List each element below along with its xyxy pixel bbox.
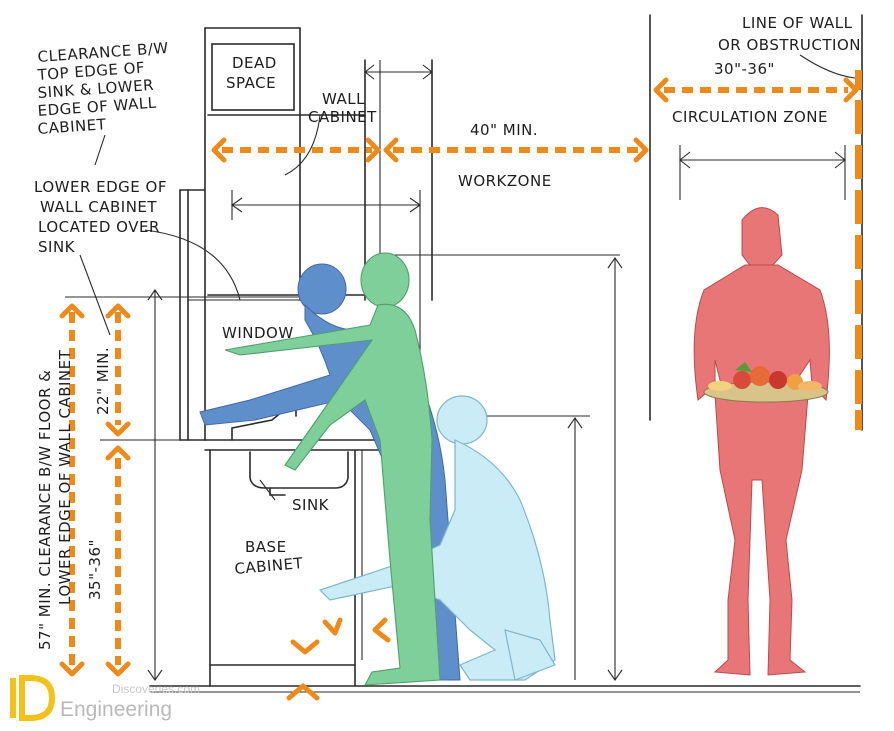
- logo-brand-bottom: Engineering: [60, 698, 172, 721]
- dead-space-line-2: SPACE: [226, 74, 276, 92]
- vertical-35-label: 35"-36": [86, 539, 104, 600]
- base-cabinet-line-2: CABINET: [234, 554, 304, 578]
- lower-edge-note-line-1: LOWER EDGE OF: [34, 178, 167, 196]
- line-of-wall-line-2: OR OBSTRUCTION: [718, 36, 861, 54]
- logo-brand-top: Discoveries.com: [112, 682, 200, 696]
- orange-dimensions: [59, 70, 862, 701]
- figure-light-crouching: [318, 395, 556, 681]
- clearance-note-line-5: CABINET: [37, 115, 107, 138]
- vertical-22-label: 22" MIN.: [94, 347, 112, 415]
- dead-space-line-1: DEAD: [232, 54, 277, 72]
- window-label: WINDOW: [222, 324, 294, 342]
- line-of-wall-line-1: LINE OF WALL: [742, 14, 853, 32]
- workzone-label: WORKZONE: [458, 172, 552, 190]
- vertical-57-line-2: LOWER EDGE OF WALL CABINET: [56, 349, 74, 605]
- forty-min-label: 40" MIN.: [470, 121, 538, 139]
- figure-green-standing: [224, 252, 441, 686]
- food-tray: [703, 362, 829, 403]
- wall-cabinet-line-1: WALL: [322, 90, 365, 108]
- logo-mark-icon: [10, 675, 56, 721]
- vertical-57-line-1: 57" MIN. CLEARANCE B/W FLOOR &: [36, 370, 54, 650]
- lower-edge-note-line-2: WALL CABINET: [40, 198, 157, 216]
- brand-logo: Discoveries.com Engineering: [10, 675, 200, 721]
- base-cabinet-line-1: BASE: [245, 538, 287, 556]
- sink-label: SINK: [292, 496, 330, 514]
- figure-red-holding-tray: [693, 207, 830, 676]
- lower-edge-note-line-3: LOCATED OVER: [38, 218, 160, 236]
- wall-line-dashes: [855, 70, 862, 430]
- thirty-36-label: 30"-36": [714, 60, 775, 78]
- circulation-zone-label: CIRCULATION ZONE: [672, 108, 828, 126]
- lower-edge-note-line-4: SINK: [38, 238, 76, 256]
- wall-cabinet-line-2: CABINET: [308, 108, 377, 126]
